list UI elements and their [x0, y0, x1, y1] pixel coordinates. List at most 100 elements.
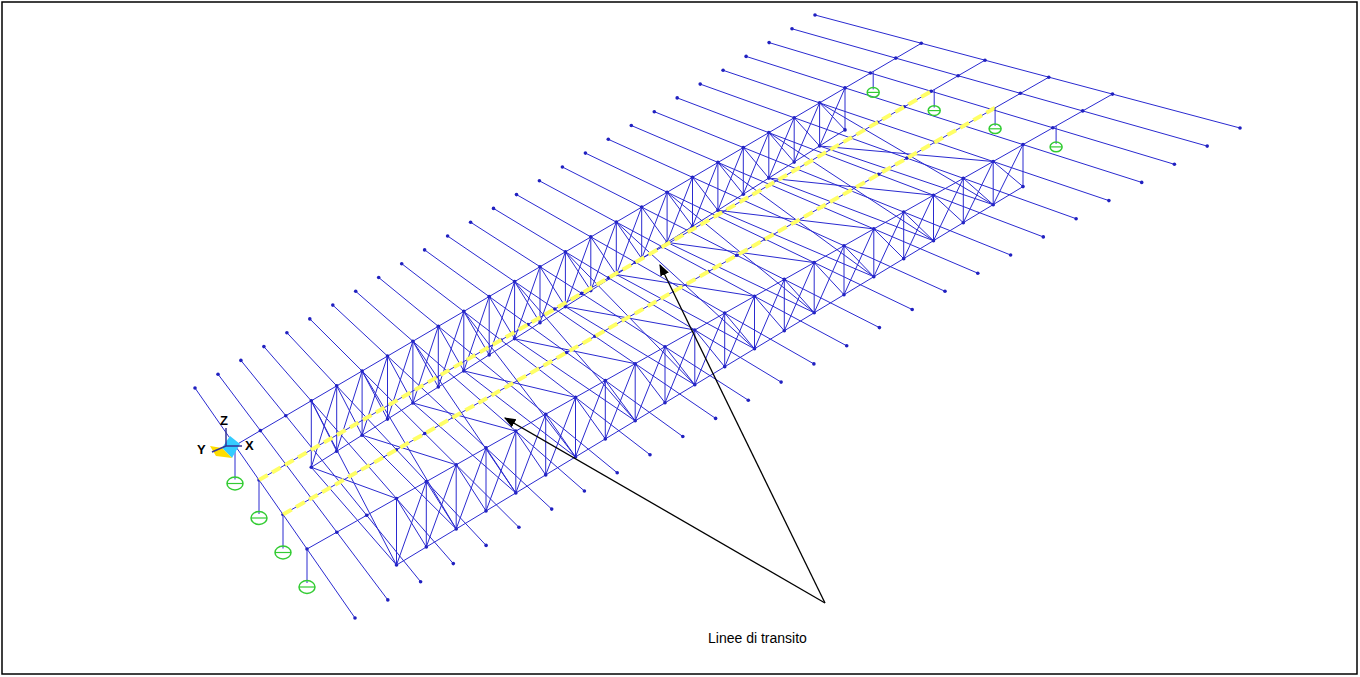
support-symbol [867, 92, 879, 93]
transverse-beam [241, 360, 421, 581]
axis-triad [210, 428, 242, 458]
transverse-beam [494, 208, 782, 382]
truss-vertical [754, 296, 755, 349]
transverse-beam [448, 236, 716, 418]
support-symbol [251, 517, 267, 518]
truss-diagonal [695, 313, 725, 385]
bottom-chord [397, 187, 1024, 565]
joint-dot [492, 207, 496, 211]
truss-diagonal [546, 397, 576, 475]
bottom-transverse [769, 178, 934, 241]
joint-dot [812, 362, 816, 366]
truss-diagonal [516, 414, 546, 493]
truss-diagonal [769, 118, 794, 178]
support-symbol [989, 124, 1001, 134]
joint-dot [308, 317, 312, 321]
cross-brace [413, 341, 516, 493]
truss-diagonal [362, 356, 387, 435]
joint-dot [779, 380, 783, 384]
joint-dot [1021, 185, 1025, 189]
joint-dot [353, 616, 357, 620]
support-symbol [227, 483, 243, 484]
joint-dot [983, 58, 987, 62]
truss-vertical [486, 448, 487, 511]
longitudinal-beam [235, 43, 921, 445]
truss-vertical [336, 386, 337, 451]
joint-dot [675, 96, 679, 100]
transverse-beam [700, 84, 1076, 219]
joint-dot [335, 530, 339, 534]
transverse-beam [562, 167, 879, 328]
joint-dot [1074, 217, 1078, 221]
x-axis [226, 445, 242, 447]
callout-label: Linee di transito [708, 631, 807, 646]
support-post [307, 549, 308, 583]
callout-leaders [505, 265, 825, 603]
axis-label: X [244, 439, 255, 453]
transit-lines [259, 90, 995, 515]
truss-vertical [616, 222, 617, 275]
truss-diagonal [456, 448, 486, 529]
truss-vertical [903, 212, 904, 259]
joint-dot [259, 429, 263, 433]
support-symbols [227, 71, 1062, 593]
cross-brace [820, 146, 994, 162]
truss-vertical [635, 364, 636, 421]
transverse-beam [585, 153, 912, 309]
joint-dot [517, 526, 521, 530]
support-symbol [275, 546, 291, 559]
frame-model [193, 13, 1242, 620]
joint-dot [813, 13, 817, 17]
cross-brace [820, 103, 994, 205]
truss-vertical [873, 229, 874, 277]
longitudinal-beam [259, 60, 985, 480]
truss-diagonal [820, 88, 845, 146]
axis-label: Y [196, 443, 207, 457]
joint-dot [580, 292, 584, 296]
joint-dot [1205, 144, 1209, 148]
joint-dot [484, 544, 488, 548]
truss-diagonal [665, 330, 695, 403]
joint-dot [698, 82, 702, 86]
truss-diagonal [605, 364, 635, 439]
joint-dot [1009, 253, 1013, 257]
joint-dot [878, 326, 882, 330]
joint-dot [1081, 109, 1085, 113]
joint-dot [1051, 126, 1055, 130]
joint-dot [469, 220, 473, 224]
joint-dot [845, 344, 849, 348]
truss-diagonal [725, 296, 755, 367]
joint-dot [1047, 75, 1051, 79]
joint-dot [1019, 92, 1023, 96]
truss-vertical [396, 499, 397, 566]
joint-dot [1238, 126, 1242, 130]
joint-dot [943, 290, 947, 294]
joint-dot [193, 386, 197, 390]
joint-dot [607, 138, 611, 142]
leader-arrow [660, 265, 825, 603]
truss-vertical [362, 371, 363, 435]
support-post [995, 108, 996, 126]
support-post [1056, 126, 1057, 144]
truss-diagonal [388, 341, 413, 419]
joint-dot [419, 580, 423, 584]
truss-diagonal [963, 162, 993, 223]
cross-brace [413, 403, 516, 431]
cross-brace [616, 275, 754, 297]
truss-vertical [412, 341, 413, 403]
truss-diagonal [993, 145, 1023, 205]
truss-vertical [784, 279, 785, 330]
truss-diagonal [311, 386, 336, 467]
bottom-transverse [820, 146, 994, 205]
transverse-beam [471, 222, 749, 400]
truss-vertical [963, 178, 964, 222]
joint-dot [630, 124, 634, 128]
transverse-beam [379, 278, 618, 473]
transverse-beam [195, 388, 355, 618]
joint-dot [1173, 163, 1177, 167]
truss-vertical [1023, 145, 1024, 187]
joint-dot [365, 514, 369, 518]
joint-dot [423, 248, 427, 252]
